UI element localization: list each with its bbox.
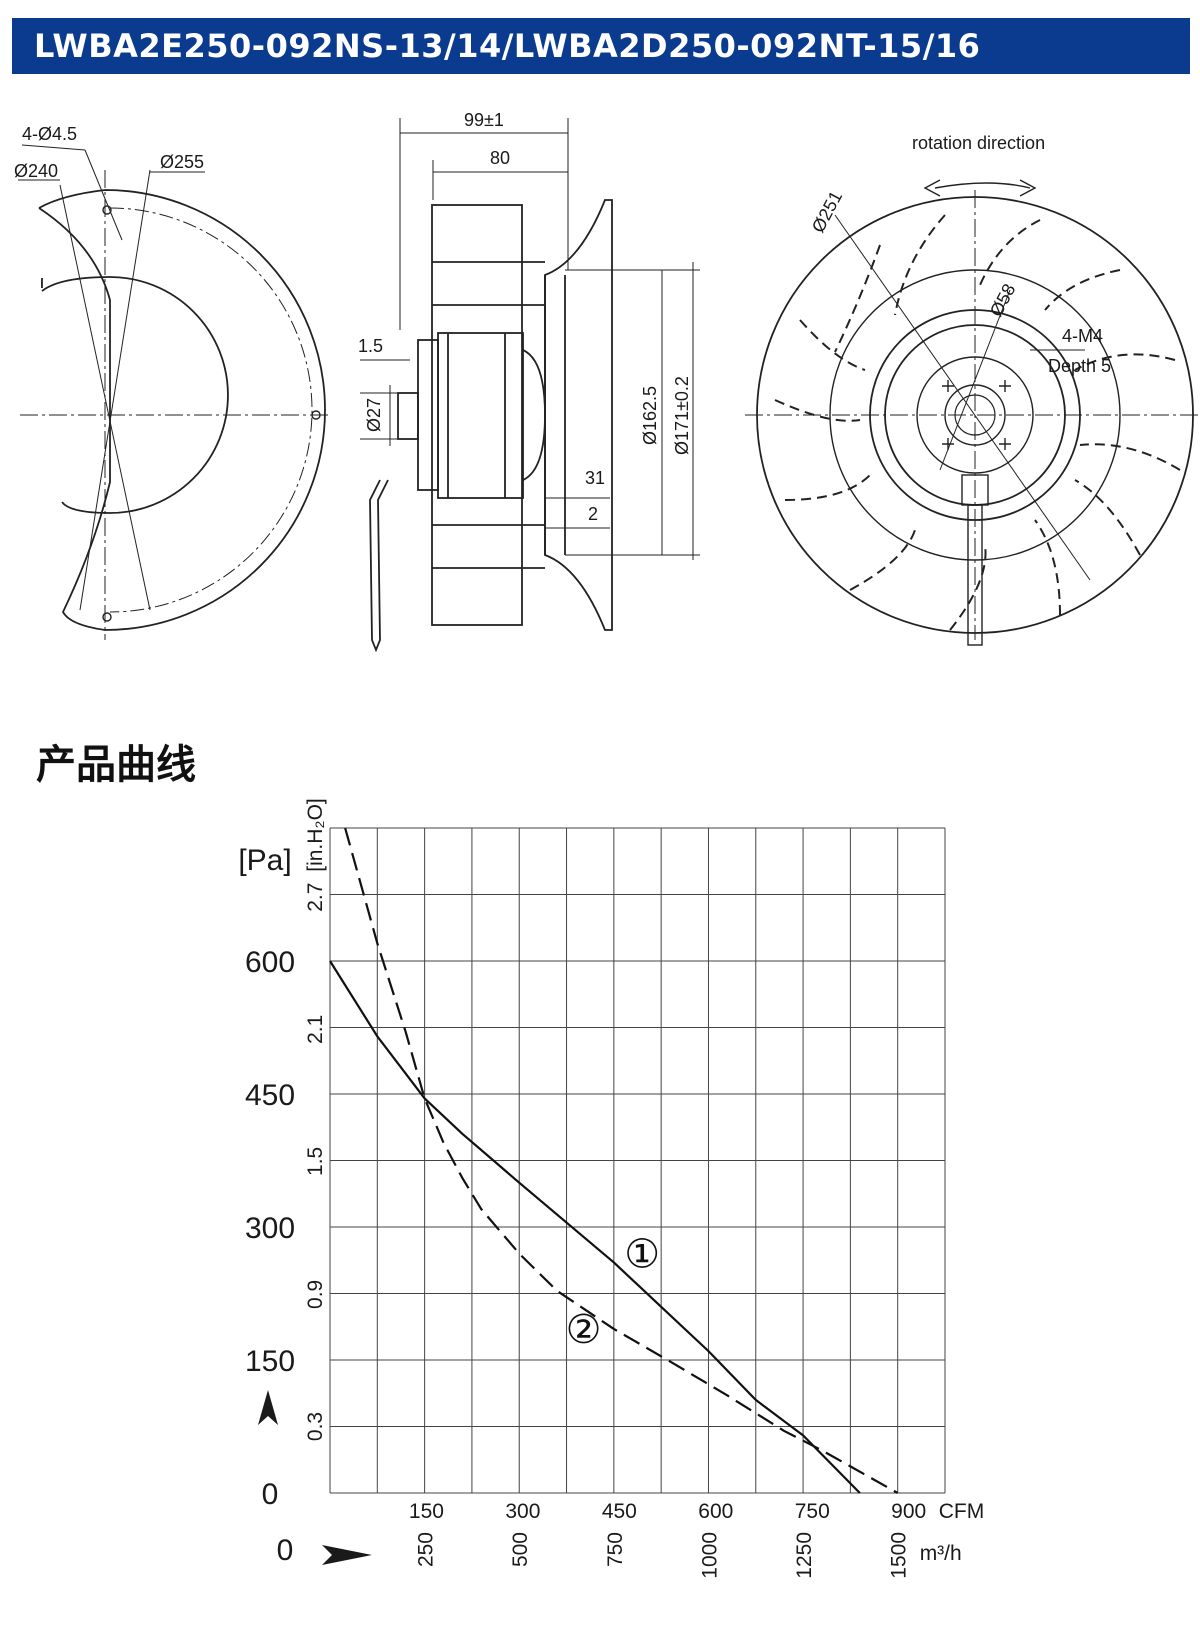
page-title: LWBA2E250-092NS-13/14/LWBA2D250-092NT-15…: [34, 27, 981, 65]
x-tick-m3h-label: 1250: [793, 1532, 816, 1579]
d240-label: Ø240: [14, 161, 58, 181]
chart-labels: 0 150 300 450 600 0.3 0.9 1.5 2.1 2.7 [Pa] [in.H₂O]…: [238, 798, 984, 1578]
holes-label: 4-Ø4.5: [22, 124, 77, 144]
y-tick-label: 0: [262, 1478, 279, 1511]
x-tick-cfm-label: 750: [795, 1500, 830, 1523]
x-tick-cfm-label: 900: [891, 1500, 926, 1523]
series-label-2: ②: [566, 1308, 602, 1352]
chart-grid: [329, 827, 946, 1494]
y2-tick-label: 2.7: [304, 883, 327, 912]
x-tick-m3h-label: 250: [415, 1532, 438, 1567]
y2-tick-label: 0.3: [304, 1412, 327, 1441]
header-bar: LWBA2E250-092NS-13/14/LWBA2D250-092NT-15…: [12, 18, 1190, 74]
d251-label: Ø251: [808, 188, 846, 236]
y-tick-label: 300: [245, 1212, 295, 1245]
y2-unit-label: [in.H₂O]: [304, 798, 327, 872]
d27-label: Ø27: [364, 398, 384, 432]
x-tick-m3h-label: 750: [604, 1532, 627, 1567]
d162-label: Ø162.5: [640, 386, 660, 445]
width-total-label: 99±1: [464, 110, 504, 130]
x-tick-cfm-label: 150: [409, 1500, 444, 1523]
dim-31-label: 31: [585, 468, 605, 488]
section-title: 产品曲线: [36, 742, 196, 788]
y2-tick-label: 0.9: [304, 1280, 327, 1309]
chart-curves: [329, 827, 899, 1494]
d255-label: Ø255: [160, 152, 204, 172]
x-axis-arrow-icon: [322, 1545, 372, 1565]
series-label-1: ①: [624, 1233, 660, 1277]
x-unit-m3h-label: m³/h: [920, 1542, 962, 1565]
series-line-1: [329, 960, 861, 1494]
series-line-2: [344, 827, 899, 1494]
front-view: [18, 144, 330, 640]
y-tick-label: 450: [245, 1079, 295, 1112]
d58-label: Ø58: [986, 280, 1020, 319]
origin-label: 0: [277, 1534, 294, 1567]
y-axis-arrow-icon: [258, 1390, 278, 1425]
rear-view: [745, 179, 1200, 646]
x-tick-cfm-label: 300: [505, 1500, 540, 1523]
width-80-label: 80: [490, 148, 510, 168]
x-tick-m3h-label: 1500: [888, 1532, 911, 1579]
x-tick-cfm-label: 600: [698, 1500, 733, 1523]
x-tick-cfm-label: 450: [602, 1500, 637, 1523]
rotation-label: rotation direction: [912, 133, 1045, 153]
dim-2-label: 2: [588, 504, 598, 524]
m4-label: 4-M4: [1062, 326, 1103, 346]
y2-tick-label: 1.5: [304, 1147, 327, 1176]
y-tick-label: 600: [245, 946, 295, 979]
y2-tick-label: 2.1: [304, 1015, 327, 1044]
dim-1-5-label: 1.5: [358, 336, 383, 356]
d171-label: Ø171±0.2: [672, 376, 692, 455]
side-view: [360, 118, 700, 653]
x-tick-m3h-label: 1000: [698, 1532, 721, 1579]
performance-chart: 0 150 300 450 600 0.3 0.9 1.5 2.1 2.7 [Pa] [in.H₂O]…: [238, 798, 984, 1578]
technical-drawing: 4-Ø4.5 Ø240 Ø255 99±1 80: [14, 110, 1200, 653]
x-unit-cfm-label: CFM: [939, 1500, 985, 1523]
y-unit-label: [Pa]: [238, 844, 291, 877]
depth-label: Depth 5: [1048, 356, 1111, 376]
x-tick-m3h-label: 500: [509, 1532, 532, 1567]
y-tick-label: 150: [245, 1345, 295, 1378]
